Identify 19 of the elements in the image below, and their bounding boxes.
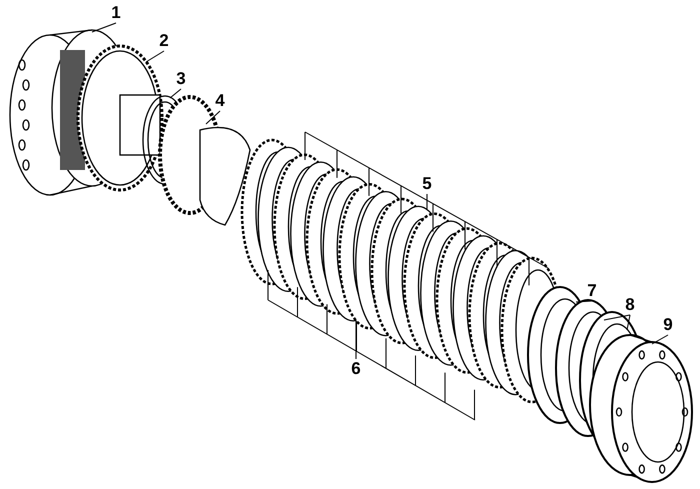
callout-number: 8 [624,296,636,314]
callout-number: 9 [662,316,674,334]
callout-number: 1 [110,4,122,22]
callout-number: 5 [421,175,433,193]
leader-line [576,300,592,302]
callout-number: 6 [350,360,362,378]
leader-line [146,50,164,62]
leader-line [92,22,116,32]
leader-line [304,132,548,286]
leader-line [170,88,182,98]
leader-line [652,334,668,344]
callout-number: 3 [175,70,187,88]
callout-number: 4 [214,92,226,110]
leader-line [268,270,476,420]
callout-number: 7 [586,282,598,300]
leader-line [626,314,630,330]
leader-line [206,110,220,124]
callout-number: 2 [158,32,170,50]
leader-line [604,314,630,320]
